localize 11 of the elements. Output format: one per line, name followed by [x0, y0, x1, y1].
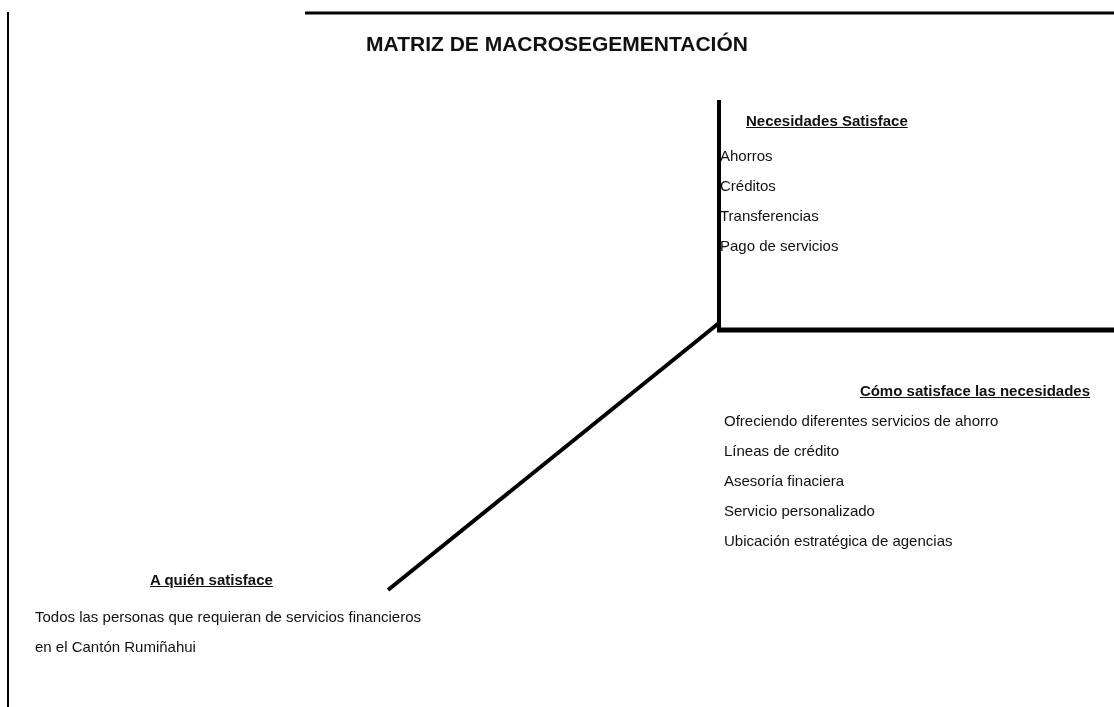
section-heading: Cómo satisface las necesidades	[858, 381, 1090, 401]
section-heading: Necesidades Satisface	[746, 111, 908, 130]
description-text: Todos las personas que requieran de servicios financieros en el Cantón Rumiñahui	[35, 607, 423, 657]
list-item: Ofreciendo diferentes servicios de ahorro	[724, 411, 999, 430]
list-item: Ubicación estratégica de agencias	[724, 531, 953, 550]
diagram-title: MATRIZ DE MACROSEGEMENTACIÓN	[365, 32, 749, 56]
list-item: Servicio personalizado	[724, 501, 875, 520]
section-heading: A quién satisface	[150, 570, 273, 589]
list-item: Pago de servicios	[720, 236, 839, 255]
list-item: Líneas de crédito	[724, 441, 840, 460]
list-item: Asesoría finaciera	[724, 471, 845, 490]
